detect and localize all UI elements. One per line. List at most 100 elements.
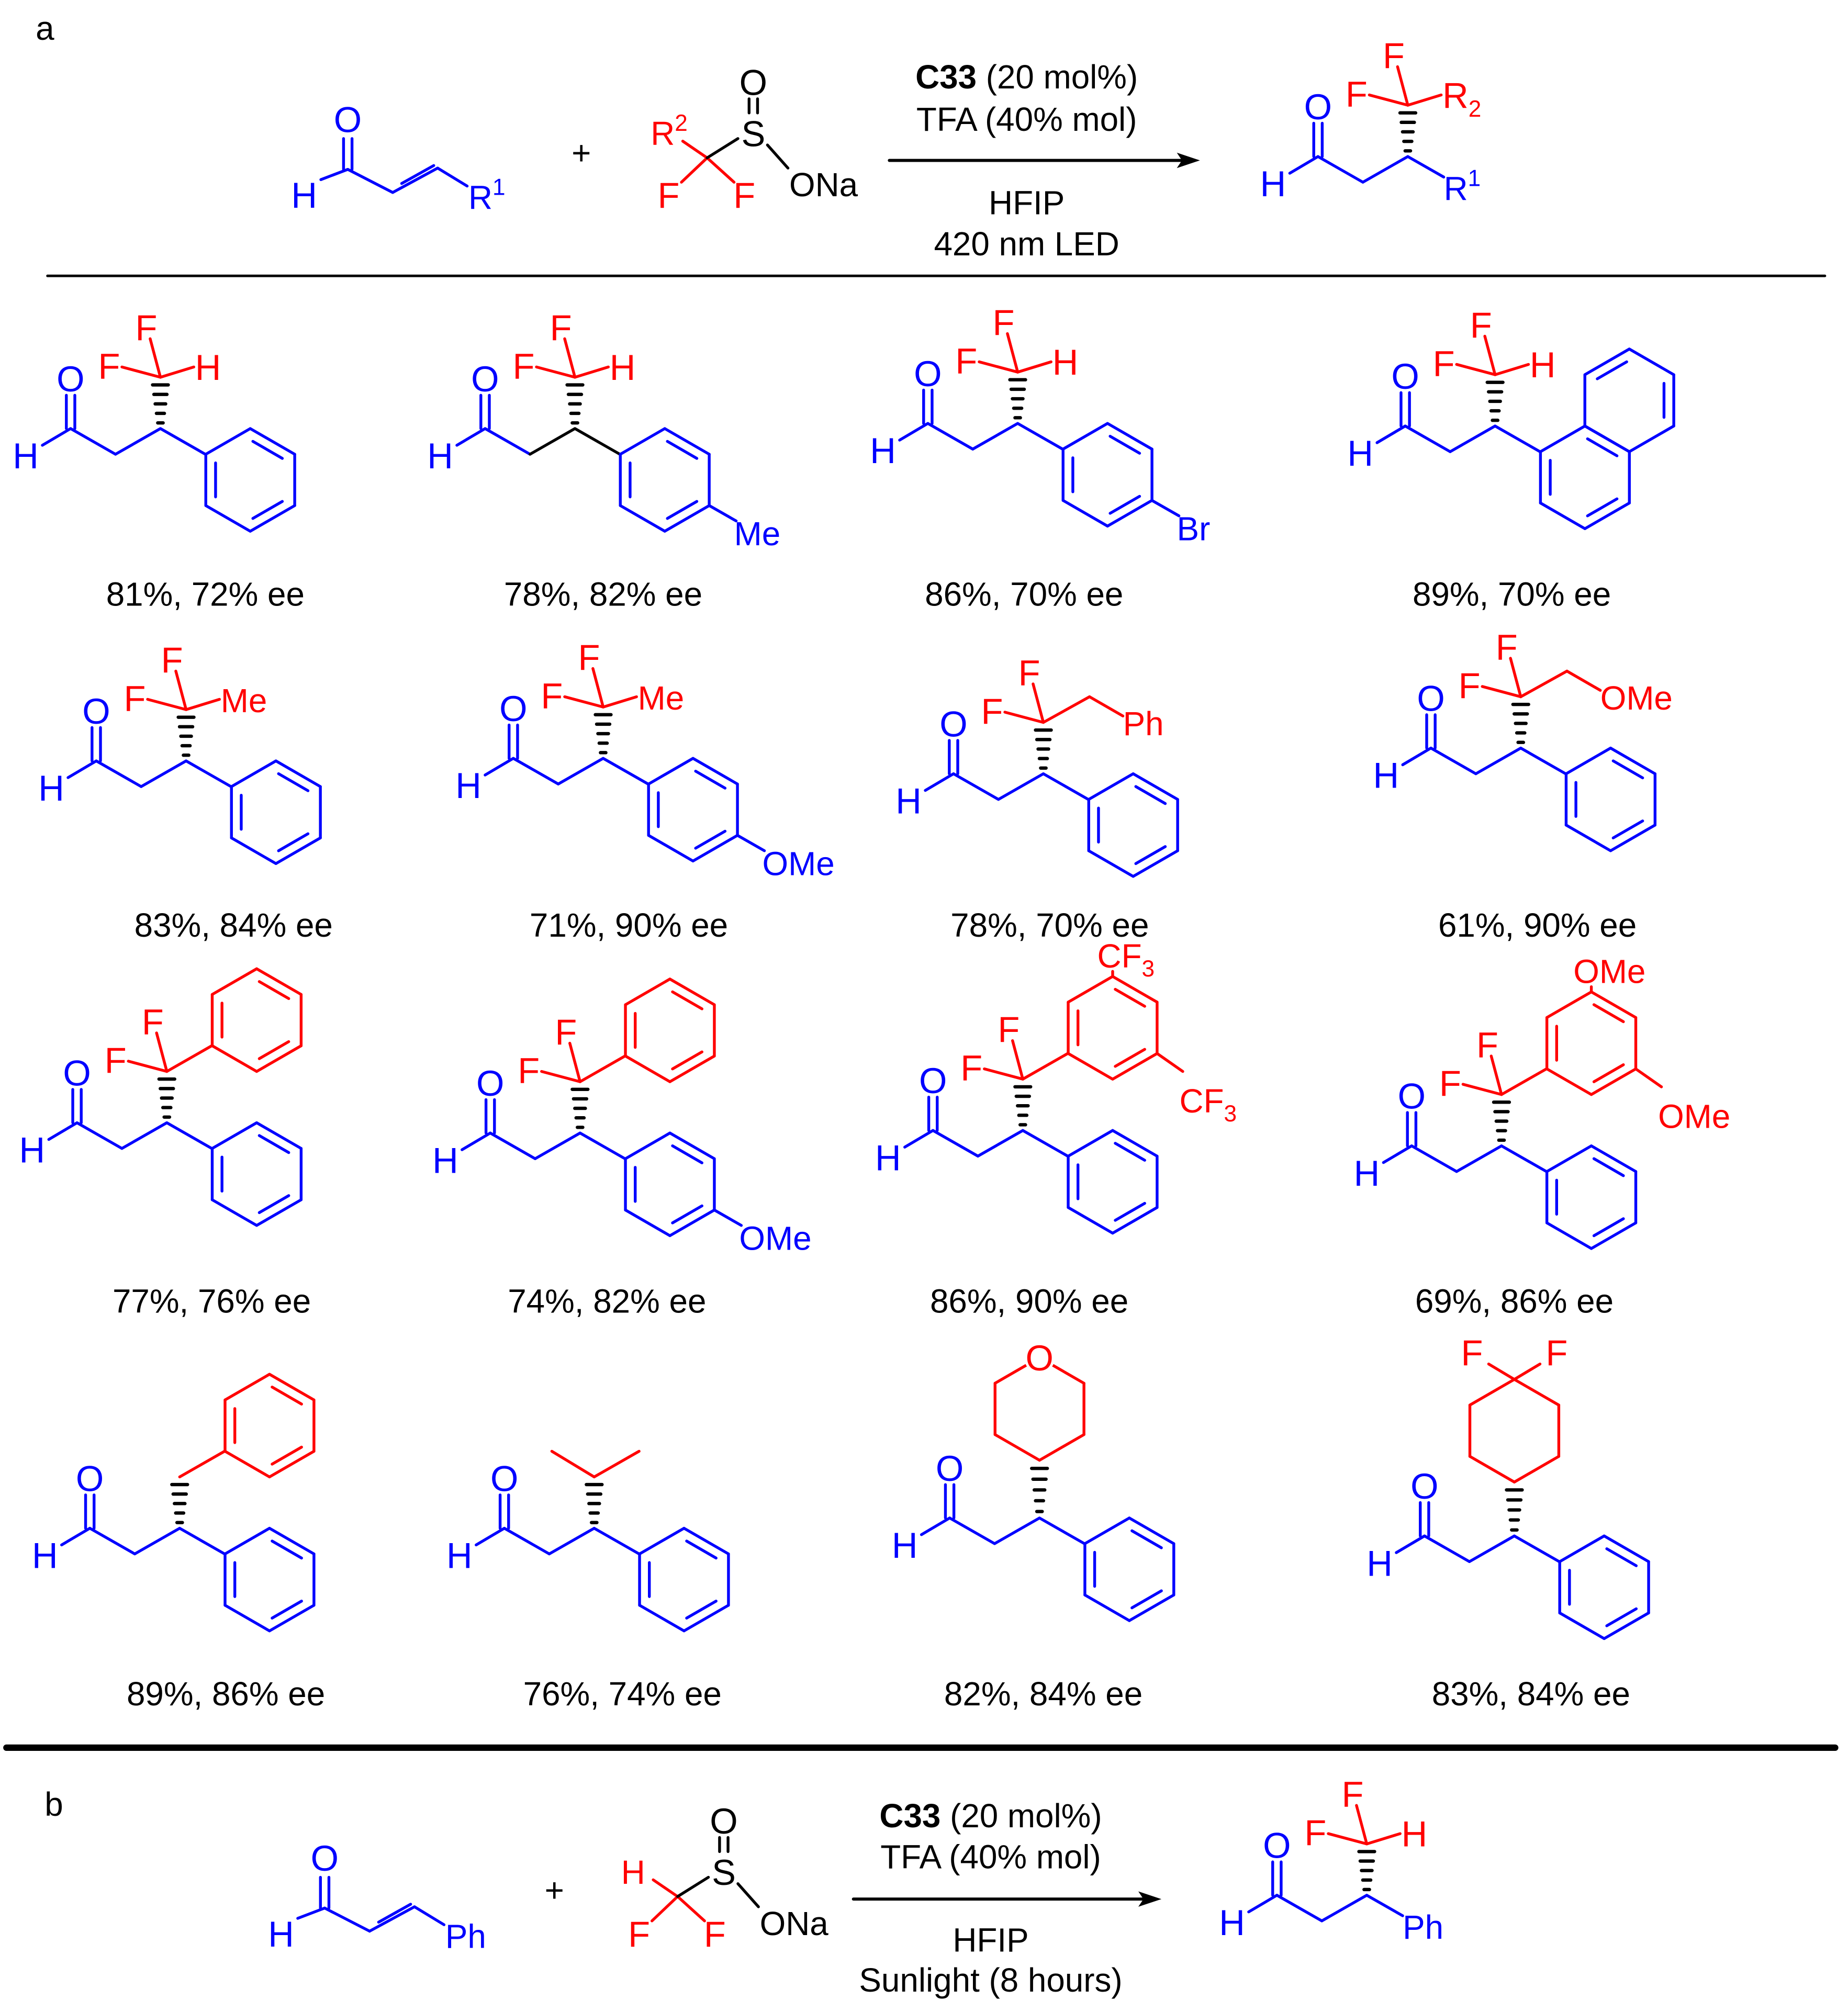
bond	[993, 1516, 1041, 1545]
aldehyde-h-label: H	[432, 1140, 458, 1181]
bond	[1455, 1144, 1503, 1173]
bond	[1316, 155, 1364, 184]
ring-bond	[210, 1198, 259, 1227]
bond	[1395, 1534, 1426, 1554]
bond	[680, 156, 709, 184]
ring-double-bond	[1592, 1003, 1625, 1024]
bond	[95, 759, 143, 788]
ring-double-bond	[1134, 845, 1167, 866]
bond	[1519, 746, 1567, 775]
ring-bond	[1132, 772, 1179, 801]
ring-bond	[682, 1603, 730, 1633]
ring-bond	[1128, 1516, 1175, 1545]
ring-bond	[204, 427, 252, 456]
ring-bond	[1067, 1206, 1114, 1235]
bond	[1406, 155, 1446, 179]
solvent-label: HFIP	[953, 1921, 1028, 1959]
fluorine-label: F	[1496, 627, 1518, 667]
light-source-label: Sunlight (8 hours)	[859, 1961, 1122, 1999]
bond	[1513, 1534, 1561, 1563]
ring-bond	[1083, 1593, 1131, 1622]
r1-label: R1	[1444, 166, 1481, 208]
carbonyl-o-label: O	[1263, 1826, 1291, 1866]
bond	[1406, 93, 1443, 107]
bond	[1361, 155, 1409, 184]
bond	[736, 834, 766, 852]
ring-bond	[668, 1208, 716, 1238]
script-label: 1	[492, 175, 506, 200]
bond	[573, 365, 610, 379]
bond	[578, 1131, 626, 1161]
ring-double-bond	[1605, 1547, 1638, 1567]
ring-bond	[1111, 975, 1159, 1004]
ring-double-bond	[1114, 1048, 1146, 1068]
fluorine-label: F	[142, 1002, 164, 1042]
bond	[898, 422, 929, 442]
bond	[1038, 1516, 1086, 1545]
ring-double-bond	[257, 1040, 290, 1060]
bond	[319, 167, 350, 182]
fluorine-label: F	[512, 346, 534, 386]
r2-label: H	[1052, 342, 1079, 383]
ring-bond	[1067, 975, 1114, 1004]
bond	[159, 427, 207, 456]
ring-bond	[624, 1131, 671, 1161]
bond	[1404, 424, 1452, 453]
aryl-ring	[1564, 746, 1657, 852]
bond	[1634, 1067, 1663, 1088]
bond	[413, 1905, 446, 1926]
ring-bond	[274, 836, 322, 866]
ring-double-bond	[1108, 434, 1141, 455]
ring-bond	[624, 977, 671, 1006]
fluorine-label: F	[733, 175, 755, 216]
ring-double-bond	[1586, 497, 1619, 518]
bond	[1487, 1362, 1516, 1381]
fluorine-label: F	[1346, 74, 1368, 115]
ring-bond	[1583, 424, 1631, 453]
fluorine-label: F	[136, 308, 158, 348]
bond	[127, 1060, 169, 1073]
fluorine-label: F	[1545, 1333, 1567, 1373]
ring-bond	[1603, 1611, 1650, 1640]
sodium-sulfinate-label: ONa	[789, 166, 858, 204]
ring-bond	[1545, 1144, 1593, 1173]
bond	[948, 1516, 996, 1545]
ring-bond	[210, 967, 259, 996]
ring-double-bond	[257, 1134, 290, 1154]
fluorine-label: F	[555, 1012, 577, 1052]
script-label: 2	[675, 110, 688, 136]
aldehyde-h-label: H	[446, 1536, 473, 1576]
ring-bond	[1061, 499, 1109, 528]
bond	[66, 759, 98, 779]
bond	[512, 757, 560, 785]
ring-double-bond	[1596, 360, 1628, 380]
bond	[903, 1129, 935, 1149]
ring-bond	[668, 1054, 716, 1083]
cf3-label: CF3	[1097, 937, 1155, 982]
script-label: 3	[1142, 956, 1155, 982]
r2-label: Me	[638, 679, 685, 717]
bond	[1021, 1129, 1069, 1158]
carbonyl-o-label: O	[936, 1448, 964, 1489]
bond	[556, 757, 605, 785]
aldehyde-h-label: H	[38, 768, 64, 808]
ring-bond	[1067, 1052, 1114, 1081]
aryl-ring	[619, 427, 711, 533]
fluorine-label: F	[998, 1009, 1020, 1050]
bond	[69, 427, 117, 456]
fluorine-label: F	[981, 691, 1003, 732]
bond	[120, 1121, 169, 1150]
catalyst-label: C33 (20 mol%)	[879, 1797, 1102, 1835]
carbonyl-o-label: O	[471, 359, 499, 399]
ring-double-bond	[1108, 494, 1141, 515]
ring-bond	[210, 1121, 259, 1150]
para-substituent-label: Br	[1177, 510, 1211, 547]
fluorine-label: F	[518, 1051, 540, 1091]
panel-label-b: b	[44, 1785, 63, 1823]
ring-double-bond	[685, 1539, 718, 1560]
ring-double-bond	[1114, 987, 1146, 1008]
aldehyde-h-label: H	[455, 766, 481, 806]
bond	[155, 1031, 169, 1073]
ring-bond	[1513, 1378, 1561, 1407]
